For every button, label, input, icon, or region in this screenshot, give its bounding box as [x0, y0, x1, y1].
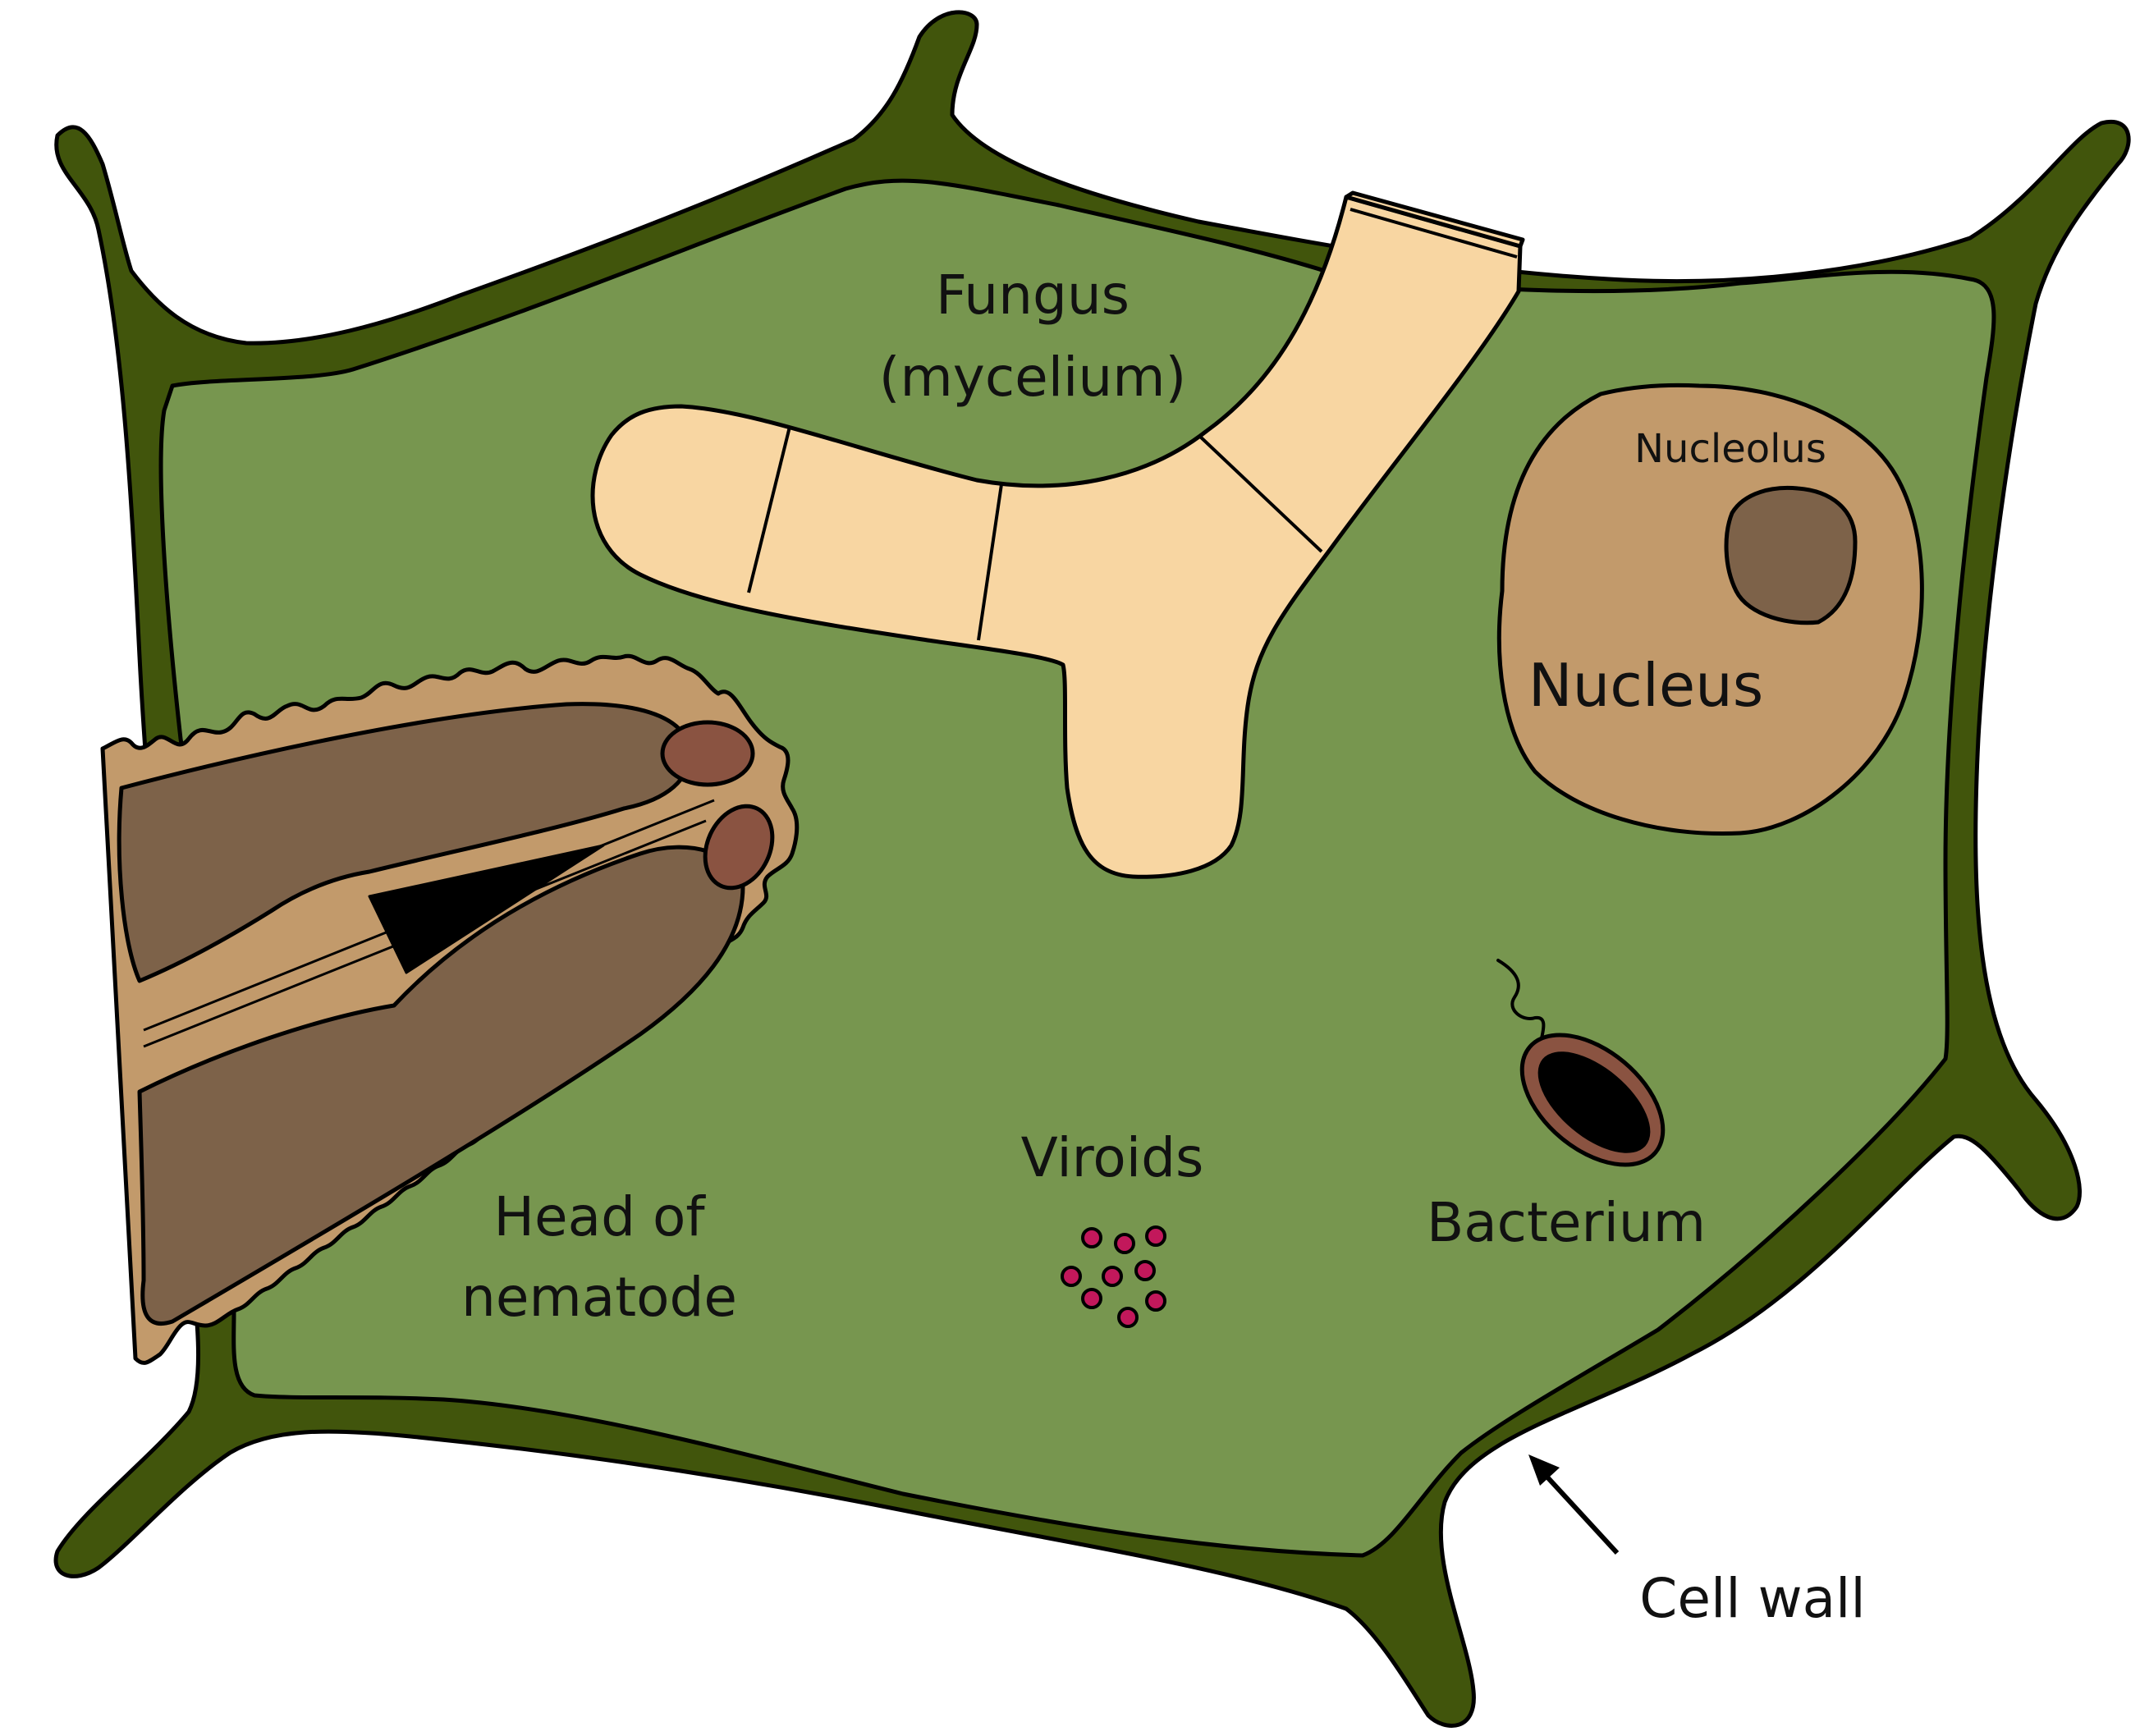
viroid — [1083, 1229, 1101, 1247]
label-bacterium: Bacterium — [1427, 1191, 1706, 1254]
cell-wall-pointer — [1528, 1454, 1617, 1553]
label-cell-wall: Cell wall — [1639, 1567, 1865, 1630]
arrowhead-icon — [1528, 1454, 1560, 1486]
viroid — [1103, 1267, 1121, 1285]
viroid — [1062, 1267, 1080, 1285]
label-nematode-line2: nematode — [461, 1266, 737, 1329]
viroid — [1147, 1227, 1165, 1245]
label-viroids: Viroids — [1021, 1126, 1204, 1189]
viroid — [1136, 1262, 1154, 1280]
nematode-upper-tip — [662, 722, 753, 785]
label-fungus-line1: Fungus — [936, 263, 1130, 327]
viroid — [1083, 1289, 1101, 1308]
viroid — [1147, 1292, 1165, 1310]
label-nucleolus: Nucleolus — [1634, 426, 1826, 472]
viroid — [1116, 1234, 1134, 1253]
nucleolus — [1726, 488, 1855, 622]
viroid — [1119, 1308, 1137, 1326]
label-fungus-line2: (mycelium) — [879, 346, 1187, 409]
label-nucleus: Nucleus — [1528, 651, 1764, 720]
label-nematode-line1: Head of — [493, 1185, 706, 1248]
